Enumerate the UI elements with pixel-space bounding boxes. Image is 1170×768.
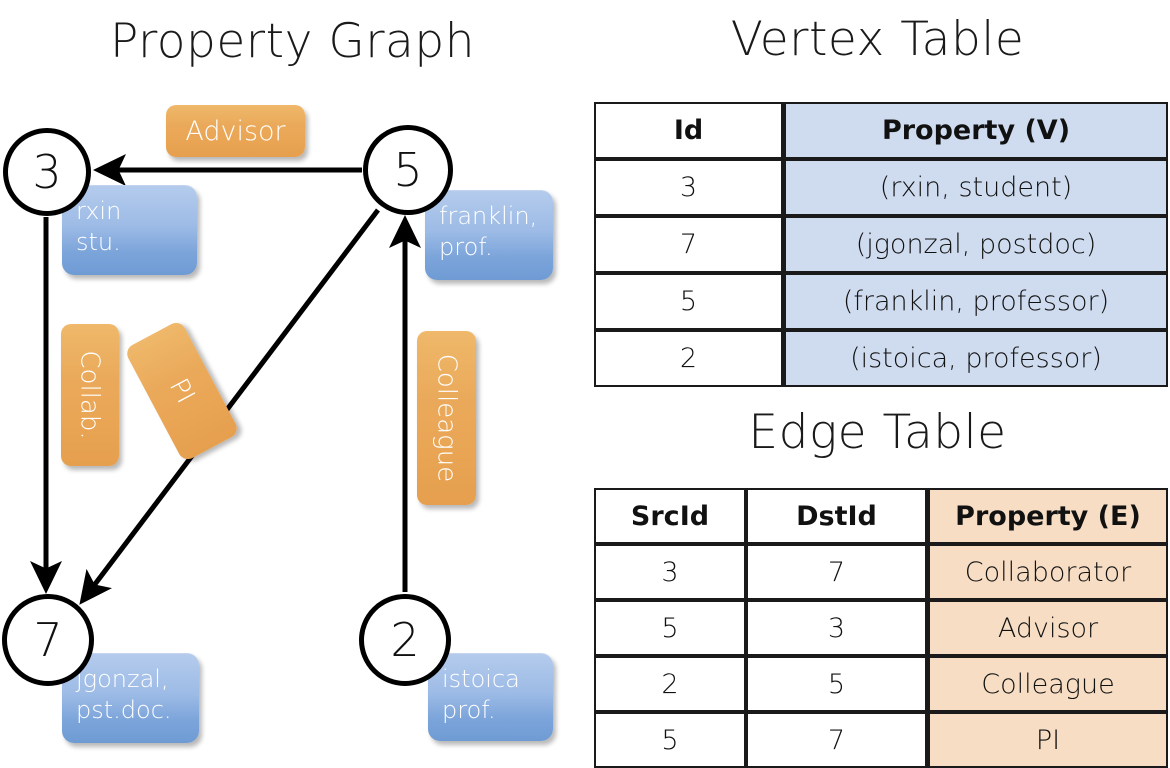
edge-row-1-src: 5: [594, 600, 746, 656]
edge-row-2-dst: 5: [746, 656, 927, 712]
edge-table-header-srcid: SrcId: [594, 488, 746, 544]
edge-label-collab: Collab.: [61, 324, 119, 466]
node-property-istoica-line2: prof.: [442, 696, 496, 724]
graph-node-3: 3: [3, 128, 91, 216]
edge-row-0-dst: 7: [746, 544, 927, 600]
vertex-row-1-property: (jgonzal, postdoc): [783, 216, 1168, 273]
property-graph-panel: Property Graph Advisor Collab. PI Collea…: [0, 0, 585, 760]
edge-label-colleague-text: Colleague: [431, 353, 462, 483]
edge-label-collab-text: Collab.: [75, 350, 105, 440]
table-row: 3 (rxin, student): [594, 159, 1168, 216]
node-property-jgonzal-line2: pst.doc.: [76, 696, 172, 724]
edge-row-1-property: Advisor: [927, 600, 1168, 656]
edge-row-2-property: Colleague: [927, 656, 1168, 712]
graph-node-3-label: 3: [32, 145, 62, 199]
graph-node-7: 7: [2, 594, 94, 686]
node-property-rxin-line1: rxin: [76, 197, 122, 225]
table-row: 5 3 Advisor: [594, 600, 1168, 656]
vertex-row-2-property: (franklin, professor): [783, 273, 1168, 330]
vertex-row-0-property: (rxin, student): [783, 159, 1168, 216]
node-property-box-rxin: rxin stu.: [62, 185, 197, 275]
node-property-box-jgonzal: jgonzal, pst.doc.: [62, 653, 199, 743]
edge-table-header-row: SrcId DstId Property (E): [594, 488, 1168, 544]
edge-table: SrcId DstId Property (E) 3 7 Collaborato…: [594, 488, 1168, 768]
table-row: 2 (istoica, professor): [594, 330, 1168, 387]
vertex-table: Id Property (V) 3 (rxin, student) 7 (jgo…: [594, 102, 1168, 387]
node-property-franklin-line1: franklin,: [439, 202, 538, 230]
page-title-vertex-table: Vertex Table: [730, 12, 1025, 67]
edge-row-1-dst: 3: [746, 600, 927, 656]
edge-label-pi-text: PI: [163, 373, 201, 409]
edge-row-2-src: 2: [594, 656, 746, 712]
edge-row-0-property: Collaborator: [927, 544, 1168, 600]
node-property-istoica-line1: istoica: [442, 665, 520, 693]
graph-node-5: 5: [363, 125, 453, 215]
vertex-row-0-id: 3: [594, 159, 783, 216]
edge-5-to-7: [79, 208, 380, 605]
edge-label-colleague: Colleague: [417, 331, 476, 505]
edge-table-header-dstid: DstId: [746, 488, 927, 544]
page-title-property-graph: Property Graph: [110, 14, 475, 69]
vertex-row-1-id: 7: [594, 216, 783, 273]
node-property-franklin-line2: prof.: [439, 233, 493, 261]
node-property-jgonzal-line1: jgonzal,: [76, 665, 169, 693]
edge-row-0-src: 3: [594, 544, 746, 600]
edge-label-advisor: Advisor: [166, 105, 305, 157]
table-row: 5 (franklin, professor): [594, 273, 1168, 330]
graph-node-2-label: 2: [390, 613, 420, 667]
node-property-rxin-line2: stu.: [76, 228, 121, 256]
table-row: 7 (jgonzal, postdoc): [594, 216, 1168, 273]
table-row: 3 7 Collaborator: [594, 544, 1168, 600]
edge-table-header-property: Property (E): [927, 488, 1168, 544]
graph-edges-svg: [30, 154, 421, 605]
graph-node-5-label: 5: [393, 143, 423, 197]
graph-node-7-label: 7: [33, 613, 63, 667]
table-row: 2 5 Colleague: [594, 656, 1168, 712]
vertex-table-header-id: Id: [594, 102, 783, 159]
page-title-edge-table: Edge Table: [748, 405, 1007, 460]
node-property-box-franklin: franklin, prof.: [425, 190, 553, 280]
vertex-row-2-id: 5: [594, 273, 783, 330]
node-property-box-istoica: istoica prof.: [428, 653, 553, 741]
vertex-row-3-property: (istoica, professor): [783, 330, 1168, 387]
vertex-table-header-property: Property (V): [783, 102, 1168, 159]
edge-label-advisor-text: Advisor: [185, 115, 286, 147]
table-row: 5 7 PI: [594, 712, 1168, 768]
vertex-table-header-row: Id Property (V): [594, 102, 1168, 159]
graph-node-2: 2: [359, 594, 451, 686]
vertex-row-3-id: 2: [594, 330, 783, 387]
